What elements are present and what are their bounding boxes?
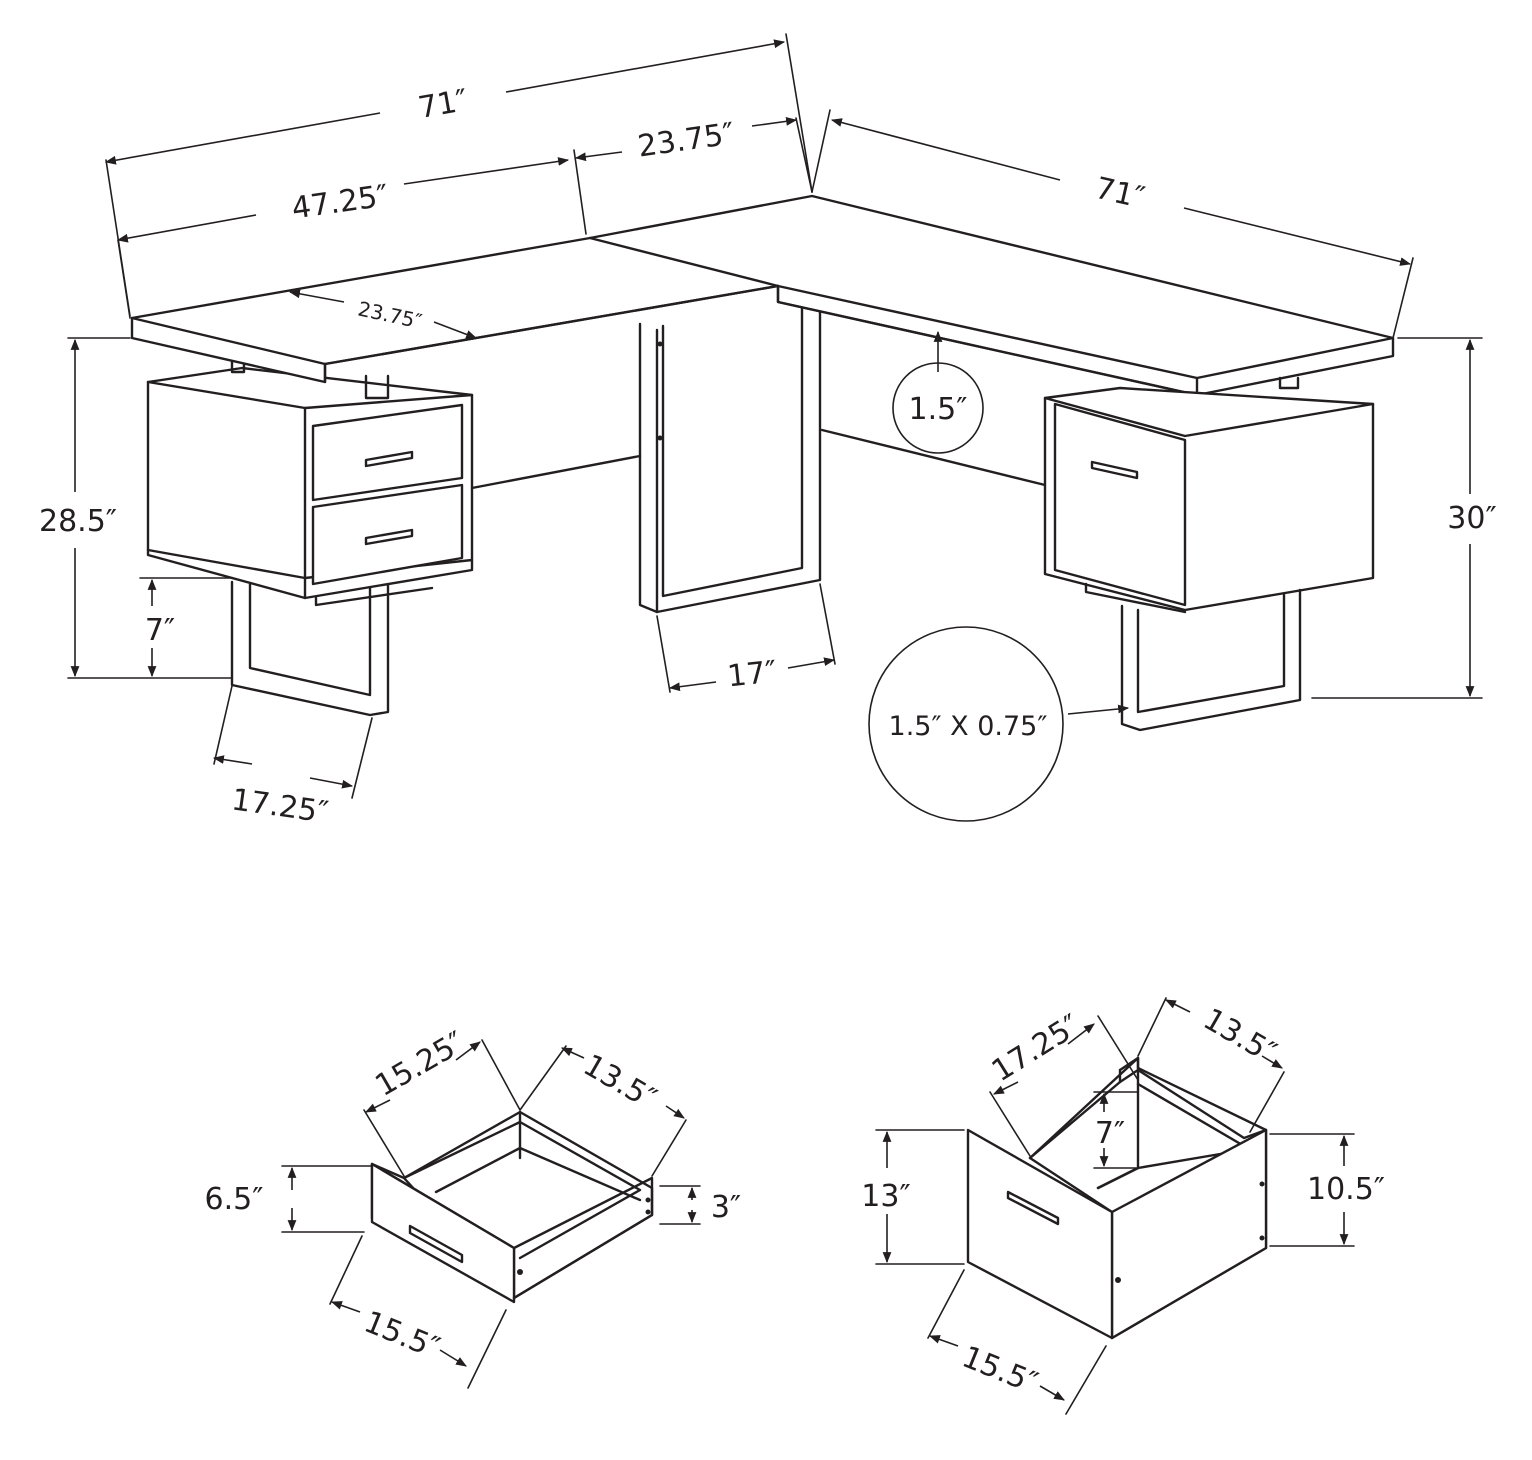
dim-top-thickness: 1.5″ [909, 392, 968, 427]
right-pedestal [1043, 376, 1375, 732]
dim-small-drawer-front-width: 15.5″ [359, 1305, 444, 1367]
dim-corner-depth: 23.75″ [636, 116, 737, 164]
small-drawer-dimensions: 15.25″ 13.5″ 6.5″ 3″ 15.5″ [205, 1025, 741, 1389]
dim-file-drawer-inner-height: 7″ [1095, 1116, 1125, 1151]
desktop [130, 194, 1395, 397]
dim-file-drawer-front-width: 15.5″ [957, 1340, 1042, 1402]
l-desk-drawing [130, 194, 1395, 732]
file-drawer-handle [1090, 460, 1139, 480]
dim-overall-width-left: 71″ [416, 83, 471, 126]
dim-left-return-length: 47.25″ [290, 178, 391, 226]
dim-file-drawer-side-height: 10.5″ [1307, 1172, 1385, 1207]
upper-drawer-handle [364, 450, 414, 468]
dim-leg-frame-width: 17″ [726, 655, 779, 695]
file-drawer-front [1053, 402, 1187, 607]
dim-left-leg-depth: 17.25″ [229, 782, 330, 830]
dim-file-drawer-inner-width: 13.5″ [1197, 1002, 1282, 1071]
file-drawer-front-panel [966, 1128, 1114, 1340]
dim-knee-height: 28.5″ [39, 504, 117, 539]
lower-drawer-handle [364, 528, 414, 546]
left-pedestal [146, 358, 474, 717]
upper-drawer-front [311, 403, 464, 502]
small-drawer-handle [408, 1224, 464, 1264]
dim-file-drawer-inner-depth: 17.25″ [986, 1008, 1087, 1089]
dim-leg-clearance: 7″ [145, 613, 175, 648]
dim-small-drawer-side-height: 3″ [711, 1190, 741, 1225]
dim-small-drawer-inner-depth: 15.25″ [369, 1025, 471, 1104]
small-drawer-drawing [370, 1110, 654, 1304]
dim-leg-tube-size: 1.5″ X 0.75″ [889, 711, 1048, 742]
center-leg [638, 304, 822, 614]
dim-file-drawer-front-height: 13″ [861, 1179, 910, 1214]
dim-overall-height: 30″ [1447, 501, 1496, 536]
file-drawer-front-handle [1006, 1190, 1060, 1226]
dim-small-drawer-inner-width: 13.5″ [577, 1048, 662, 1117]
dim-overall-width-right: 71″ [1092, 171, 1148, 216]
file-drawer-drawing [966, 1056, 1268, 1340]
dim-small-drawer-front-height: 6.5″ [205, 1182, 264, 1217]
